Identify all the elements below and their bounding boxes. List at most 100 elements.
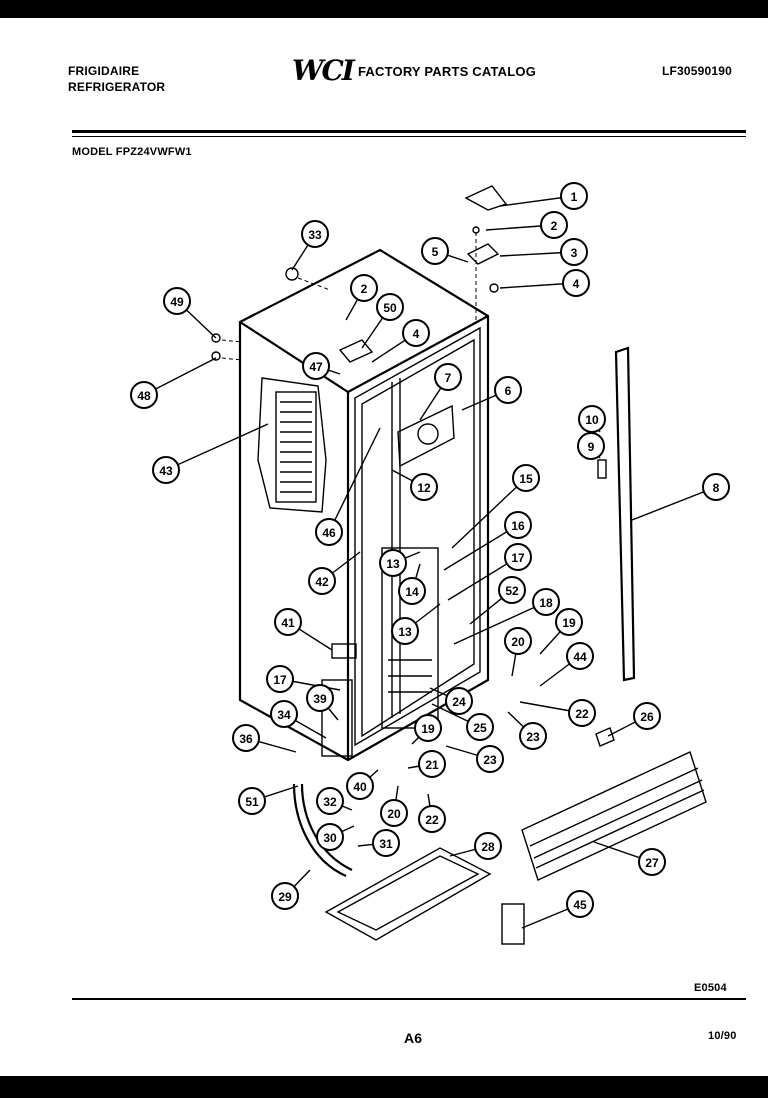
- callout-leader: [443, 524, 519, 571]
- callout-number: 52: [505, 584, 519, 598]
- callout-bubble: [418, 750, 446, 778]
- callout-4: 4: [371, 319, 430, 363]
- callout-number: 7: [445, 371, 452, 385]
- callout-43: 43: [152, 423, 269, 484]
- callout-number: 34: [277, 708, 291, 722]
- callout-17: 17: [447, 543, 532, 601]
- callout-bubble: [566, 642, 594, 670]
- callout-bubble: [152, 456, 180, 484]
- callout-16: 16: [443, 511, 532, 571]
- exploded-parts-diagram: 1234525044749484333671246421314131516175…: [130, 182, 730, 945]
- page-number: A6: [404, 1030, 423, 1046]
- wci-logo: WCI: [292, 54, 355, 87]
- callout-number: 27: [645, 856, 659, 870]
- callout-2: 2: [485, 211, 568, 239]
- callout-number: 30: [323, 831, 337, 845]
- callout-number: 4: [413, 327, 420, 341]
- callout-36: 36: [232, 724, 297, 753]
- callout-bubble: [504, 543, 532, 571]
- callout-49: 49: [163, 287, 217, 339]
- callout-22: 22: [418, 793, 446, 833]
- callout-40: 40: [346, 769, 379, 800]
- callout-number: 50: [383, 301, 397, 315]
- callout-bubble: [316, 787, 344, 815]
- callout-51: 51: [238, 785, 299, 815]
- callout-bubble: [266, 665, 294, 693]
- callout-4: 4: [499, 269, 590, 297]
- callout-21: 21: [407, 750, 446, 778]
- callout-bubble: [512, 464, 540, 492]
- callout-bubble: [702, 473, 730, 501]
- callout-18: 18: [453, 588, 560, 645]
- callout-bubble: [466, 713, 494, 741]
- callout-leader: [453, 601, 547, 645]
- callout-13: 13: [391, 603, 441, 645]
- callout-number: 22: [425, 813, 439, 827]
- callout-bubble: [232, 724, 260, 752]
- product-type: REFRIGERATOR: [68, 80, 166, 94]
- callout-44: 44: [539, 642, 594, 687]
- callout-20: 20: [504, 627, 532, 677]
- callout-bubble: [350, 274, 378, 302]
- callout-bubble: [445, 687, 473, 715]
- callout-bubble: [372, 829, 400, 857]
- callout-7: 7: [419, 363, 462, 421]
- callout-bubble: [271, 882, 299, 910]
- callout-bubble: [434, 363, 462, 391]
- callout-3: 3: [499, 238, 588, 266]
- callout-32: 32: [316, 787, 353, 815]
- callout-bubble: [560, 182, 588, 210]
- callout-41: 41: [274, 608, 333, 651]
- callout-19: 19: [411, 714, 442, 745]
- callout-bubble: [302, 352, 330, 380]
- dashed-leaders: [221, 232, 477, 361]
- callout-bubble: [560, 238, 588, 266]
- callout-number: 12: [417, 481, 431, 495]
- control-panel: [257, 377, 327, 513]
- callout-30: 30: [316, 823, 355, 851]
- callout-bubble: [130, 381, 158, 409]
- callout-26: 26: [607, 702, 661, 737]
- catalog-title: FACTORY PARTS CATALOG: [358, 64, 537, 79]
- callout-bubble: [402, 319, 430, 347]
- callout-39: 39: [306, 684, 339, 721]
- callout-bubble: [562, 269, 590, 297]
- callout-bubble: [270, 700, 298, 728]
- callout-8: 8: [631, 473, 730, 521]
- callout-bubble: [474, 832, 502, 860]
- callout-number: 22: [575, 707, 589, 721]
- callout-number: 47: [309, 360, 323, 374]
- callout-number: 13: [386, 557, 400, 571]
- callout-46: 46: [315, 427, 381, 546]
- header-rule: [72, 130, 746, 133]
- engineering-code: E0504: [694, 982, 727, 994]
- callout-number: 8: [713, 481, 720, 495]
- callout-9: 9: [577, 432, 605, 460]
- callout-bubble: [638, 848, 666, 876]
- callout-number: 45: [573, 898, 587, 912]
- refrigerator-cabinet: [238, 248, 490, 762]
- door-gasket-strip: [614, 346, 636, 682]
- revision-date: 10/90: [708, 1030, 737, 1042]
- callout-2: 2: [345, 274, 378, 321]
- callout-number: 33: [308, 228, 322, 242]
- callout-31: 31: [357, 829, 400, 857]
- callout-number: 18: [539, 596, 553, 610]
- callout-bubble: [421, 237, 449, 265]
- callout-number: 20: [387, 807, 401, 821]
- callout-28: 28: [449, 832, 502, 860]
- top-hinge-parts: [211, 185, 508, 363]
- callout-bubble: [346, 772, 374, 800]
- callout-bubble: [238, 787, 266, 815]
- callout-24: 24: [429, 687, 473, 715]
- callout-bubble: [376, 293, 404, 321]
- callout-number: 17: [273, 673, 287, 687]
- callout-47: 47: [302, 352, 341, 380]
- callout-bubble: [410, 473, 438, 501]
- callout-number: 36: [239, 732, 253, 746]
- brand-name: FRIGIDAIRE: [68, 64, 140, 78]
- callout-number: 17: [511, 551, 525, 565]
- callout-bubble: [566, 890, 594, 918]
- catalog-number: LF30590190: [662, 64, 733, 78]
- callout-bubble: [494, 376, 522, 404]
